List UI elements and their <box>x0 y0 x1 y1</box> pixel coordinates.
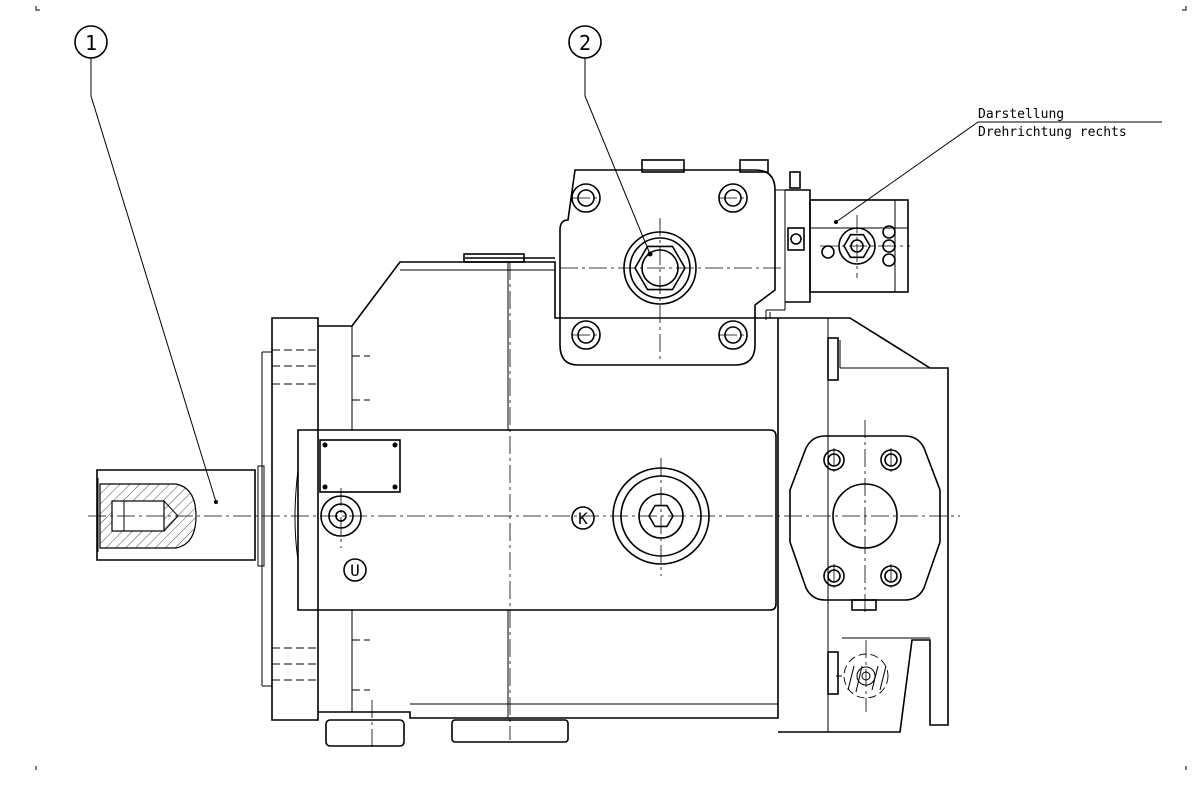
marker-k: K <box>571 506 595 530</box>
svg-text:1: 1 <box>85 31 97 55</box>
pump-housing <box>261 261 779 721</box>
control-valve <box>785 171 909 303</box>
sheet-corner-marks <box>35 6 1187 770</box>
rear-cover <box>778 317 949 733</box>
center-lines <box>88 197 960 750</box>
callout-2: 2 <box>568 25 651 255</box>
nameplate <box>319 439 401 493</box>
center-band <box>294 429 777 611</box>
note-label: Darstellung Drehrichtung rechts <box>834 107 1162 224</box>
marker-u: U <box>343 558 367 582</box>
flange-bores <box>272 349 370 691</box>
callout-1: 1 <box>74 25 217 503</box>
flange-bolts-top <box>571 183 748 350</box>
note-line-2: Drehrichtung rechts <box>978 125 1127 140</box>
svg-text:U: U <box>350 561 360 580</box>
svg-text:K: K <box>578 509 588 528</box>
drain-port <box>836 653 889 699</box>
housing-feet <box>325 253 569 747</box>
svg-text:2: 2 <box>579 31 591 55</box>
note-line-1: Darstellung <box>978 107 1064 122</box>
pressure-flange-top <box>559 159 786 366</box>
